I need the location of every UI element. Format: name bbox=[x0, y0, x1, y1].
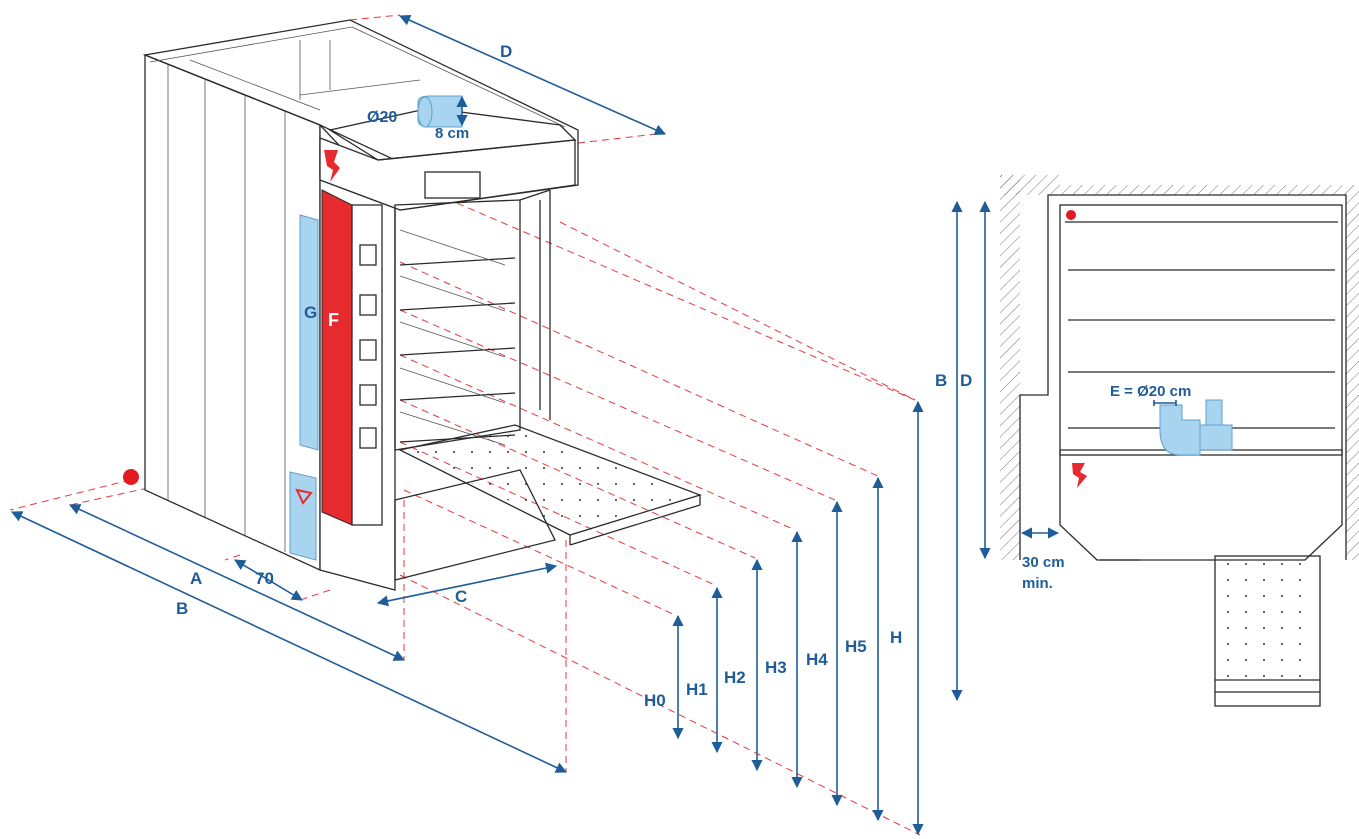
label-d: D bbox=[500, 42, 512, 61]
plan-label-duct: E = Ø20 cm bbox=[1110, 383, 1191, 400]
plan-label-wall-clearance: 30 cm bbox=[1022, 554, 1065, 571]
perspective-view: D Ø20 8 cm G F A B 70 C H0 H1 H2 H3 H4 H… bbox=[9, 14, 924, 836]
label-h: H bbox=[890, 628, 902, 647]
oven-body bbox=[123, 19, 703, 591]
label-c: C bbox=[455, 587, 467, 606]
label-h2: H2 bbox=[724, 668, 746, 687]
reference-point-marker bbox=[123, 469, 139, 485]
label-h4: H4 bbox=[806, 650, 828, 669]
plan-oven bbox=[1059, 204, 1343, 707]
label-h5: H5 bbox=[845, 637, 867, 656]
label-f: F bbox=[328, 310, 339, 330]
plan-label-b: B bbox=[935, 371, 947, 390]
plan-label-d: D bbox=[960, 371, 972, 390]
wall bbox=[1000, 175, 1359, 560]
label-b: B bbox=[176, 599, 188, 618]
label-h1: H1 bbox=[686, 680, 708, 699]
label-h3: H3 bbox=[765, 658, 787, 677]
label-a: A bbox=[190, 569, 202, 588]
plan-labels: B D E = Ø20 cm 30 cm min. bbox=[935, 371, 1191, 592]
perspective-labels: D Ø20 8 cm G F A B 70 C H0 H1 H2 H3 H4 H… bbox=[176, 42, 902, 710]
label-duct-diameter: Ø20 bbox=[367, 109, 397, 126]
label-g: G bbox=[304, 303, 317, 322]
plan-dimension-lines bbox=[951, 200, 1177, 702]
label-duct-height: 8 cm bbox=[435, 125, 469, 142]
plan-label-wall-clearance-note: min. bbox=[1022, 575, 1053, 592]
plan-reference-point-marker bbox=[1066, 210, 1076, 220]
label-side-clearance: 70 bbox=[255, 569, 274, 588]
plan-view: B D E = Ø20 cm 30 cm min. bbox=[935, 175, 1359, 707]
dimension-lines bbox=[10, 14, 924, 836]
label-h0: H0 bbox=[644, 691, 666, 710]
